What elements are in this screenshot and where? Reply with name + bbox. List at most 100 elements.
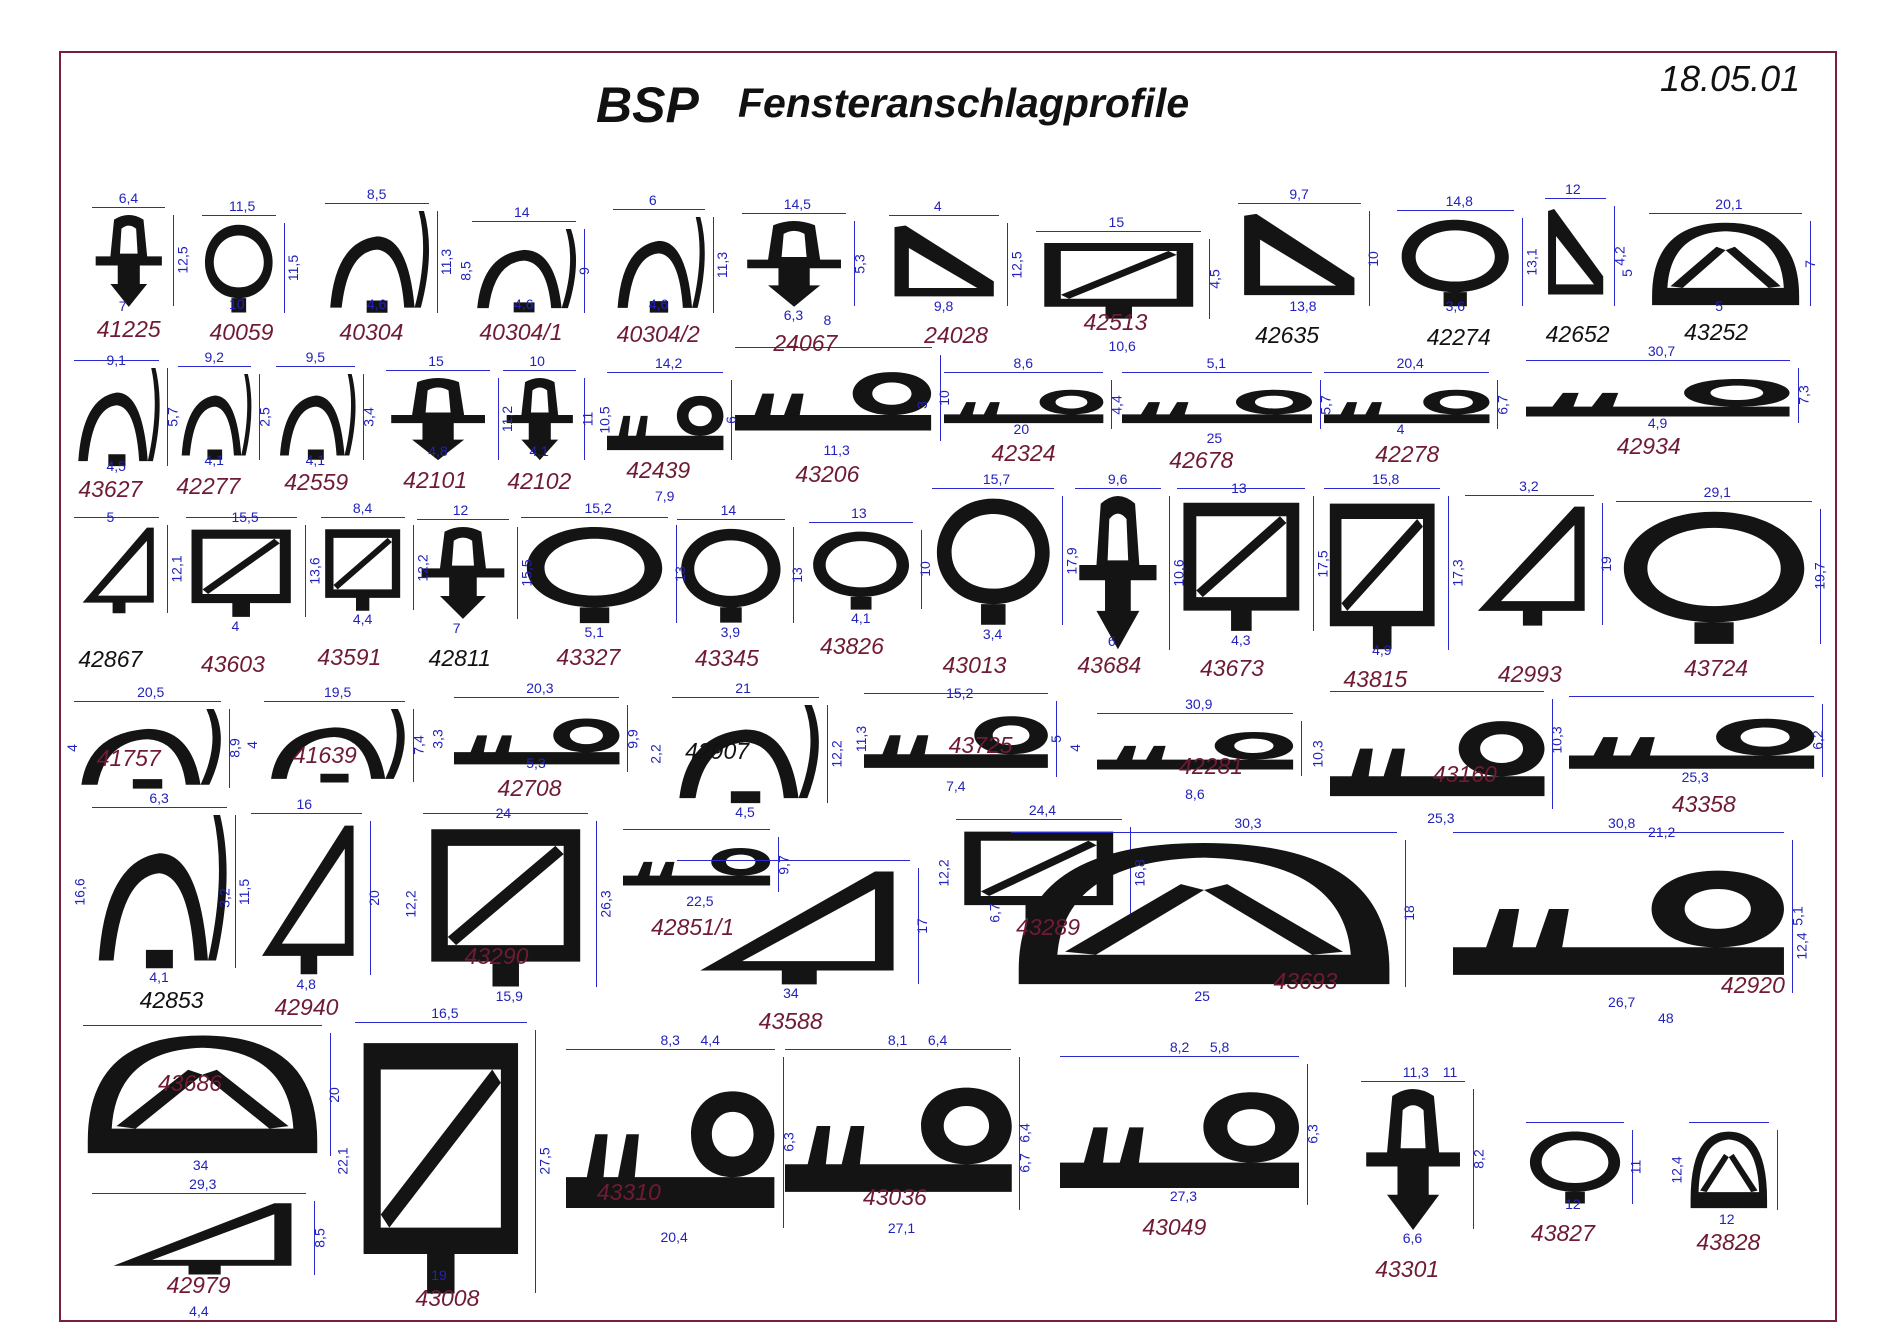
profile-number-label: 43036 [862,1184,927,1211]
dimension-line-vertical [1819,508,1821,644]
dimension-line-vertical [627,704,628,773]
dimension-value: 11 [1627,1159,1644,1175]
dimension-line-vertical [1497,379,1499,430]
dimension-value: 25 [1194,987,1210,1004]
dimension-line-horizontal [91,1193,307,1195]
dimension-value: 25,3 [1681,769,1709,786]
profile-section-drawing [1452,870,1784,975]
dimension-value: 9,5 [305,348,326,365]
dimension-value: 6,3 [780,1132,797,1153]
dimension-value: 15 [428,352,444,369]
dimension-line-vertical [412,708,414,783]
dimension-value: 19 [1597,556,1614,572]
dimension-value: 4,6 [648,295,669,312]
dimension-value: 4,2 [1611,246,1628,266]
dimension-line-horizontal [453,696,619,698]
profile-section-drawing [813,531,910,610]
profile-number-label: 42101 [403,467,468,494]
profile-number-label: 43588 [758,1007,823,1034]
dimension-line-horizontal [1689,1122,1769,1124]
dimension-line-horizontal [606,371,724,373]
dimension-value: 22,5 [686,893,714,910]
profile-number-label: 41639 [292,741,357,768]
profile-section-drawing [606,395,724,451]
profile-number-label: 43301 [1375,1256,1440,1283]
dimension-value: 10,6 [1170,559,1187,587]
profile-number-label: 42439 [626,457,691,484]
profile-number-label: 43693 [1273,968,1338,995]
dimension-value: 13 [1231,480,1247,497]
profile-shape [330,210,429,313]
dimension-value: 10 [529,352,545,369]
dimension-value: 9,2 [204,348,224,365]
profile-number-label: 43310 [596,1179,661,1206]
dimension-line-horizontal [177,365,252,367]
profile-number-label: 43673 [1199,654,1264,681]
dimension-value: 5 [1618,268,1635,277]
profile-section-drawing [181,373,252,460]
dimension-line-vertical [1448,496,1450,650]
dimension-value: 4,1 [305,451,326,468]
dimension-line-vertical [1129,827,1131,920]
profile-shape [506,377,573,460]
profile-number-label: 43826 [819,632,884,659]
profile-section-drawing [279,373,356,460]
profile-section-drawing [699,871,894,985]
profile-number-label: 43724 [1684,654,1749,681]
dimension-line-horizontal [943,371,1104,373]
dimension-value: 8,2 [1470,1149,1487,1169]
dimension-value: 19,5 [324,683,352,700]
profile-number-label: 40059 [209,318,274,345]
profile-shape [622,848,770,886]
dimension-line-vertical [1111,379,1113,430]
profile-shape [617,216,705,313]
dimension-value: 11 [1442,1063,1458,1080]
profile-section-drawing [1569,718,1815,769]
dimension-line-horizontal [251,813,362,815]
dimension-line-vertical [826,704,828,803]
dimension-value: 16,5 [431,1004,459,1021]
profile-shape [936,499,1050,626]
dimension-line-vertical [1168,496,1170,650]
profile-number-label: 43049 [1142,1213,1207,1240]
profile-shape [77,367,160,466]
dimension-line-vertical [777,837,779,893]
dimension-value: 10,5 [596,406,613,434]
dimension-value: 11,5 [229,198,256,215]
dimension-value: 5,8 [1209,1038,1230,1055]
profile-section-drawing [191,529,292,617]
profile-number-label: 42851/1 [650,914,735,941]
profile-section-drawing [95,214,162,307]
profile-shape [453,718,619,765]
dimension-value: 4,4 [1108,394,1125,415]
dimension-line-vertical [330,1033,332,1156]
dimension-value: 20,3 [526,679,554,696]
dimension-value: 6,7 [1017,1153,1033,1173]
dimension-value: 6,7 [987,903,1004,923]
dimension-value: 8,6 [1013,354,1033,371]
dimension-line-horizontal [676,519,785,521]
dimension-line-horizontal [520,516,669,518]
dimension-line-vertical [369,821,371,975]
profile-section-drawing [1121,389,1312,424]
dimension-value: 12,1 [168,555,185,583]
dimension-line-vertical [516,527,518,620]
profile-shape [813,531,910,610]
profile-shape [784,1087,1012,1192]
dimension-line-horizontal [1323,371,1490,373]
profile-number-label: 42920 [1720,972,1785,999]
dimension-value: 3,6 [1445,298,1466,315]
profile-section-drawing [622,848,770,886]
dimension-line-vertical [1809,220,1811,307]
dimension-value: 2,2 [647,744,664,764]
profile-number-label: 43290 [464,942,529,969]
dimension-value: 4 [63,744,80,753]
profile-section-drawing [1097,731,1294,770]
